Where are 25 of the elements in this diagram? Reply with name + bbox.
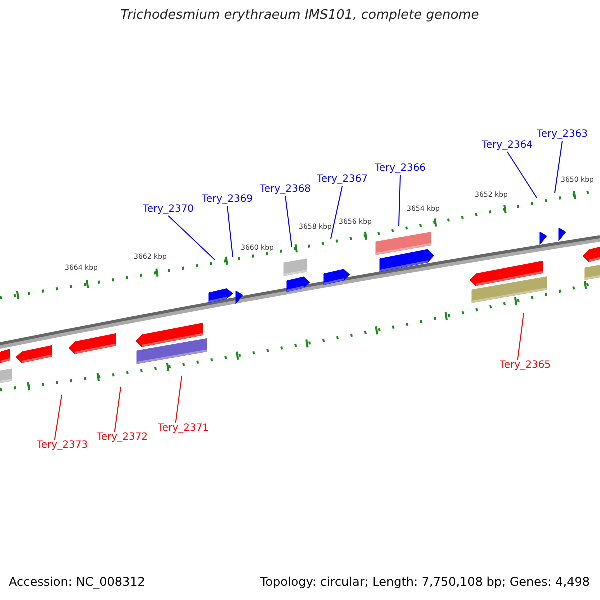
gene-label: Tery_2368 (260, 184, 312, 196)
gene-label: Tery_2370 (143, 204, 194, 216)
gene-label: Tery_2364 (482, 140, 534, 152)
leader-line (554, 140, 564, 194)
gene-label: Tery_2366 (375, 163, 426, 175)
gene-label: Tery_2367 (317, 174, 368, 186)
gene-label: Tery_2363 (537, 129, 588, 141)
leader-line (54, 394, 62, 440)
leader-line (285, 196, 292, 248)
gene-label: Tery_2372 (97, 432, 148, 444)
footer-text: Accession: NC_008312 (9, 575, 146, 589)
chart-title: Trichodesmium erythraeum IMS101, complete genome (120, 8, 480, 23)
leader-line (114, 386, 122, 432)
leader-line (398, 174, 402, 226)
gene-label: Tery_2373 (37, 440, 88, 452)
gene-label: Tery_2369 (202, 194, 254, 206)
leader-line (330, 186, 344, 240)
leader-line (227, 206, 234, 258)
gene-label: Tery_2365 (500, 360, 552, 372)
leader-line (168, 216, 216, 260)
gene-label: Tery_2371 (158, 423, 210, 435)
leader-line (175, 376, 182, 424)
footer-text: Topology: circular; Length: 7,750,108 bp; Genes: 4,498 (260, 575, 590, 589)
leader-line (517, 312, 524, 360)
leader-line (507, 152, 538, 198)
